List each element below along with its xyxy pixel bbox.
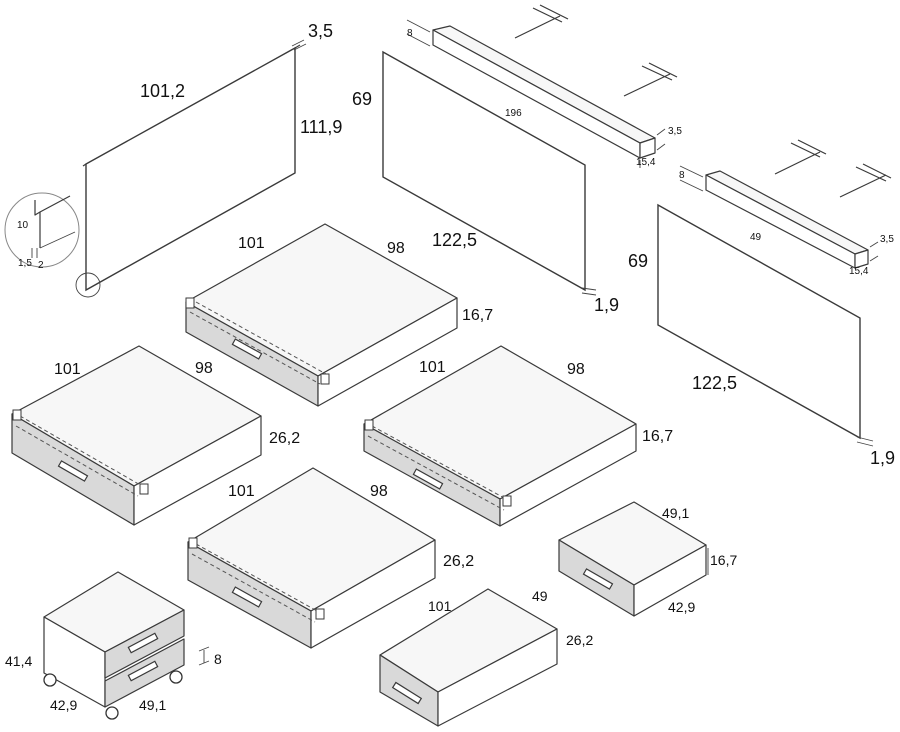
drawer-e: [558, 501, 709, 617]
shelf196-height-label: 8: [407, 28, 413, 39]
drawer-e-width-label: 49,1: [662, 505, 689, 521]
drawer-d-height-label: 26,2: [443, 553, 474, 570]
drawer-b-depth-label: 98: [195, 360, 213, 377]
drawer-a-depth-label: 98: [387, 240, 405, 257]
right-panel-width-label: 122,5: [692, 373, 737, 393]
caster-wheel: [169, 670, 183, 684]
headboard-width-label: 101,2: [140, 81, 185, 101]
shelf-49: [679, 165, 879, 269]
drawer-c-depth-label: 98: [567, 361, 585, 378]
large-back-panel: [382, 50, 597, 296]
headboard-height-label: 111,9: [300, 117, 342, 137]
drawer-c-height-label: 16,7: [642, 428, 673, 445]
detail-dim-2: 2: [38, 260, 44, 271]
nightstand-width-label: 42,9: [50, 697, 77, 713]
nightstand: [43, 571, 210, 720]
shelf-bracket: [623, 62, 678, 97]
shelf49-depth-label: 15,4: [849, 266, 869, 277]
drawer-f: [379, 588, 558, 727]
detail-dim-10: 10: [17, 220, 29, 231]
shelf-bracket: [514, 4, 569, 39]
right-panel-thickness-label: 1,9: [870, 448, 895, 468]
detail-marker-circle: [75, 272, 101, 298]
edge-detail-zoom: [4, 192, 80, 268]
drawer-d: [187, 467, 436, 649]
drawer-d-width-label: 101: [228, 483, 255, 500]
nightstand-depth-label: 49,1: [139, 697, 166, 713]
shelf49-thickness-label: 3,5: [880, 234, 894, 245]
large-panel-height-label: 69: [352, 89, 372, 109]
right-panel-height-label: 69: [628, 251, 648, 271]
large-panel-width-label: 122,5: [432, 230, 477, 250]
shelf196-length-label: 196: [505, 108, 522, 119]
drawer-a: [185, 223, 458, 407]
nightstand-height-label: 41,4: [5, 653, 32, 669]
headboard-thickness-label: 3,5: [308, 21, 333, 41]
drawer-f-depth-label: 49: [532, 588, 548, 604]
drawer-e-depth-label: 42,9: [668, 599, 695, 615]
nightstand-drawer-gap-label: 8: [214, 651, 222, 667]
drawer-d-depth-label: 98: [370, 483, 388, 500]
drawer-a-width-label: 101: [238, 235, 265, 252]
detail-dim-1-5: 1,5: [18, 258, 32, 269]
caster-wheel: [43, 673, 57, 687]
shelf196-thickness-label: 3,5: [668, 126, 682, 137]
drawer-b-height-label: 26,2: [269, 430, 300, 447]
headboard-panel: [75, 39, 307, 298]
shelf49-height-label: 8: [679, 170, 685, 181]
drawer-e-height-label: 16,7: [710, 552, 737, 568]
drawer-f-width-label: 101: [428, 598, 452, 614]
shelf49-length-label: 49: [750, 232, 762, 243]
shelf-bracket: [839, 163, 892, 198]
shelf196-depth-label: 15,4: [636, 157, 656, 168]
shelf-196: [406, 19, 666, 168]
drawer-f-height-label: 26,2: [566, 632, 593, 648]
drawer-a-height-label: 16,7: [462, 307, 493, 324]
drawer-b: [11, 345, 262, 526]
drawer-c-width-label: 101: [419, 359, 446, 376]
drawer-b-width-label: 101: [54, 361, 81, 378]
large-panel-thickness-label: 1,9: [594, 295, 619, 315]
shelf-bracket: [774, 139, 827, 175]
drawer-c: [363, 345, 637, 527]
right-back-panel: [657, 203, 874, 447]
caster-wheel: [105, 706, 119, 720]
